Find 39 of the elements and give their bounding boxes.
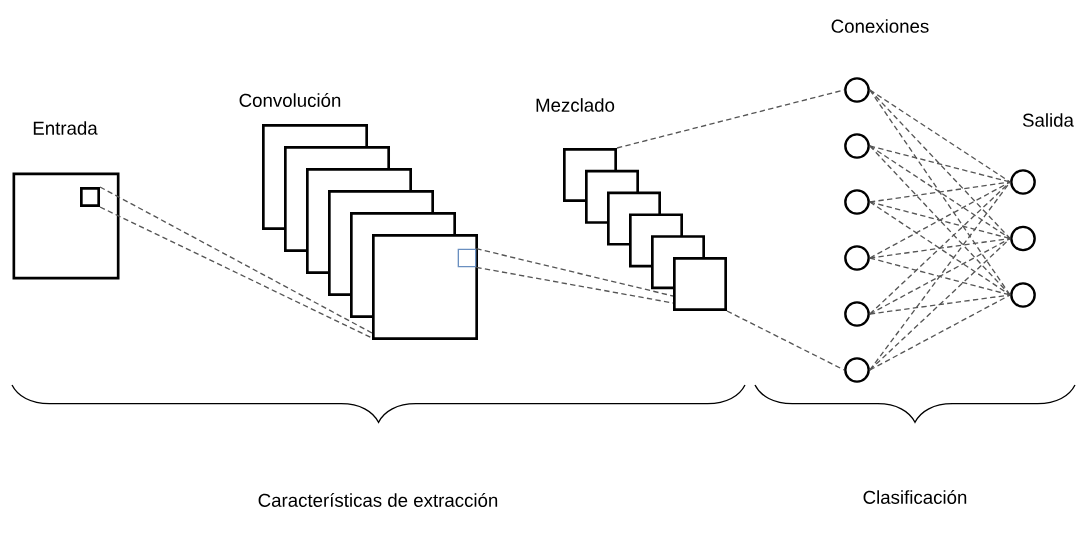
circle	[844, 301, 870, 327]
connector	[869, 237, 1011, 315]
connector	[869, 294, 1011, 315]
square	[80, 187, 100, 207]
square	[457, 248, 477, 268]
connector	[726, 310, 845, 371]
circle	[1010, 282, 1036, 308]
connector	[869, 237, 1011, 371]
connector	[99, 206, 373, 339]
circle	[844, 245, 870, 271]
connector	[869, 145, 1011, 183]
heading: Conexiones	[831, 19, 929, 33]
circle	[844, 133, 870, 159]
heading: Mezclado	[536, 98, 615, 112]
square	[673, 257, 727, 311]
circle	[1010, 225, 1036, 252]
connector	[869, 181, 1011, 259]
connector	[869, 145, 1011, 296]
circle	[844, 357, 870, 383]
heading: Entrada	[33, 121, 98, 135]
square	[372, 234, 478, 340]
heading: Salida	[1022, 113, 1074, 127]
connector	[869, 181, 1011, 371]
connector	[475, 266, 674, 304]
connector	[475, 248, 674, 297]
heading: Convolución	[239, 93, 341, 107]
connector	[869, 201, 1011, 296]
caption: Características de extracción	[258, 493, 498, 507]
connector	[869, 181, 1011, 315]
circle	[844, 189, 870, 215]
connector	[869, 89, 1011, 183]
connector	[869, 89, 1011, 240]
connector	[869, 237, 1011, 259]
caption: Clasificación	[863, 490, 967, 504]
connector	[869, 145, 1011, 240]
connector	[869, 201, 1011, 240]
connector	[869, 257, 1011, 296]
connector	[869, 181, 1011, 203]
connector	[869, 294, 1011, 371]
